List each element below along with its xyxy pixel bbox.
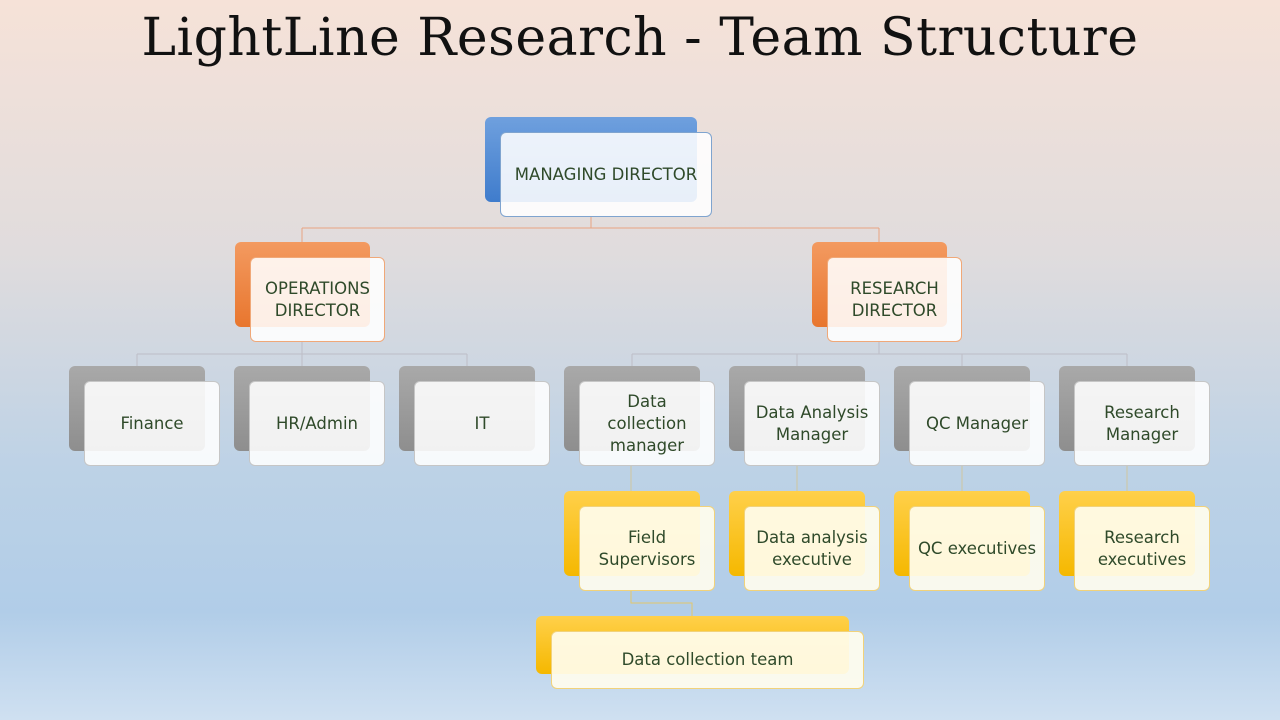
node-operations-director-label: OPERATIONS DIRECTOR (250, 257, 385, 342)
node-data-collection-manager-label: Data collection manager (579, 381, 715, 466)
node-data-analysis-executive-label: Data analysis executive (744, 506, 880, 591)
node-data-collection-team-label: Data collection team (551, 631, 864, 689)
node-field-supervisors: Field Supervisors (564, 491, 715, 591)
node-qc-manager-label: QC Manager (909, 381, 1045, 466)
node-data-analysis-manager-label: Data Analysis Manager (744, 381, 880, 466)
node-finance: Finance (69, 366, 220, 466)
node-research-executives: Research executives (1059, 491, 1210, 591)
connector-md-directors (301, 216, 880, 256)
node-field-supervisors-label: Field Supervisors (579, 506, 715, 591)
node-qc-executives-label: QC executives (909, 506, 1045, 591)
node-qc-executives: QC executives (894, 491, 1045, 591)
node-research-manager: Research Manager (1059, 366, 1210, 466)
node-it: IT (399, 366, 550, 466)
node-data-collection-manager: Data collection manager (564, 366, 715, 466)
node-research-director-label: RESEARCH DIRECTOR (827, 257, 962, 342)
node-data-analysis-executive: Data analysis executive (729, 491, 880, 591)
node-operations-director: OPERATIONS DIRECTOR (235, 242, 385, 342)
node-research-manager-label: Research Manager (1074, 381, 1210, 466)
node-research-director: RESEARCH DIRECTOR (812, 242, 962, 342)
page-title: LightLine Research - Team Structure (141, 8, 1139, 68)
node-hr-admin: HR/Admin (234, 366, 385, 466)
node-it-label: IT (414, 381, 550, 466)
node-qc-manager: QC Manager (894, 366, 1045, 466)
connector-managers-executives (630, 466, 1128, 506)
node-managing-director: MANAGING DIRECTOR (485, 117, 712, 217)
node-data-collection-team: Data collection team (536, 616, 864, 689)
node-finance-label: Finance (84, 381, 220, 466)
node-research-executives-label: Research executives (1074, 506, 1210, 591)
node-managing-director-label: MANAGING DIRECTOR (500, 132, 712, 217)
node-data-analysis-manager: Data Analysis Manager (729, 366, 880, 466)
node-hr-admin-label: HR/Admin (249, 381, 385, 466)
